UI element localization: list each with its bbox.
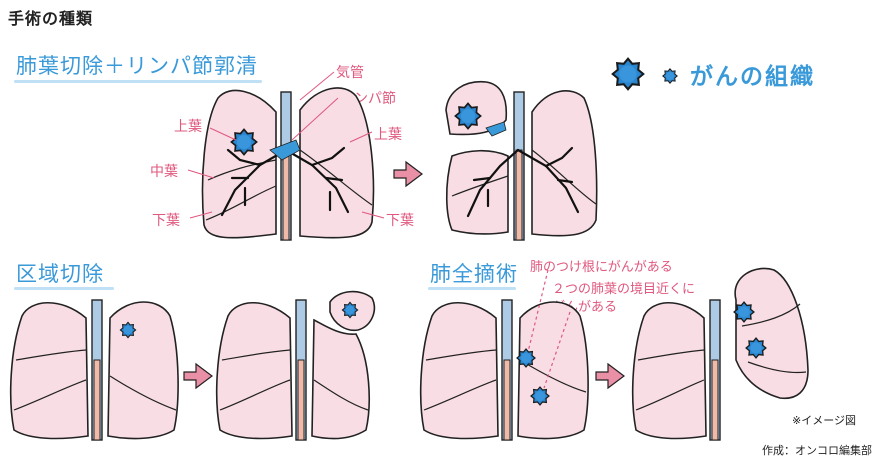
lung-pneumonectomy-before bbox=[419, 301, 589, 440]
spine-pneumonectomy-before bbox=[503, 359, 511, 441]
section-underline-segmentectomy bbox=[14, 287, 114, 290]
note-pointers bbox=[527, 269, 571, 389]
tumor-segmentectomy-removed bbox=[341, 301, 359, 319]
label-lower-lobe-right: 下葉 bbox=[386, 213, 414, 229]
tumor-pneumonectomy-root bbox=[516, 348, 536, 368]
section-title-pneumonectomy: 肺全摘術 bbox=[430, 262, 518, 286]
tumor-pneumonectomy-removed-1 bbox=[733, 301, 755, 323]
tumor-lobectomy-before bbox=[230, 128, 258, 156]
legend-label: がんの組織 bbox=[690, 64, 815, 90]
legend-large-tumor-icon bbox=[611, 57, 645, 91]
section-title-segmentectomy: 区域切除 bbox=[16, 262, 104, 286]
spine-pneumonectomy-after bbox=[711, 359, 719, 441]
arrow-1 bbox=[393, 160, 423, 188]
lung-segmentectomy-before bbox=[9, 301, 179, 440]
label-upper-lobe-left: 上葉 bbox=[174, 119, 202, 135]
label-upper-lobe-right: 上葉 bbox=[374, 127, 402, 143]
tumor-pneumonectomy-removed-2 bbox=[745, 337, 767, 359]
section-underline-pneumonectomy bbox=[428, 287, 516, 290]
label-trachea: 気管 bbox=[336, 65, 364, 81]
lung-segmentectomy-after bbox=[215, 290, 376, 440]
note-boundary-cancer-line1: ２つの肺葉の境目近くに bbox=[552, 282, 696, 297]
lung-pneumonectomy-after-lobe-lines bbox=[635, 303, 807, 411]
lung-lobectomy-before bbox=[201, 87, 375, 239]
bronchi-lobectomy-before bbox=[220, 146, 350, 217]
image-note: ※イメージ図 bbox=[792, 414, 856, 427]
tumor-pneumonectomy-boundary bbox=[530, 386, 550, 406]
page-title: 手術の種類 bbox=[8, 9, 94, 28]
lymph-node-removed bbox=[485, 121, 507, 137]
lung-segmentectomy-before-lobe-lines bbox=[13, 349, 177, 411]
credit-text: 作成：オンコロ編集部 bbox=[762, 444, 872, 457]
legend-small-tumor-icon bbox=[662, 68, 678, 84]
spine-lobectomy-before bbox=[282, 149, 290, 241]
spine-segmentectomy-after bbox=[297, 359, 305, 441]
arrow-2 bbox=[183, 362, 213, 390]
section-title-lobectomy: 肺葉切除＋リンパ節郭清 bbox=[16, 54, 258, 78]
spine-lobectomy-after bbox=[515, 149, 523, 241]
lung-pneumonectomy-after bbox=[631, 267, 809, 440]
tumor-lobectomy-removed bbox=[454, 102, 482, 130]
lymph-node-highlight bbox=[269, 139, 301, 161]
label-pointers bbox=[187, 71, 385, 219]
note-root-cancer: 肺のつけ根にがんがある bbox=[530, 260, 673, 275]
lung-lobectomy-after-lobe-lines bbox=[451, 149, 597, 205]
label-middle-lobe: 中葉 bbox=[150, 164, 178, 180]
tumor-segmentectomy-before bbox=[119, 321, 137, 339]
section-underline-lobectomy bbox=[14, 80, 262, 83]
label-lower-lobe-left: 下葉 bbox=[152, 213, 180, 229]
arrow-3 bbox=[595, 362, 625, 390]
bronchi-lobectomy-after bbox=[466, 146, 580, 218]
spine-segmentectomy-before bbox=[93, 359, 101, 441]
lung-segmentectomy-after-lobe-lines bbox=[219, 349, 369, 411]
